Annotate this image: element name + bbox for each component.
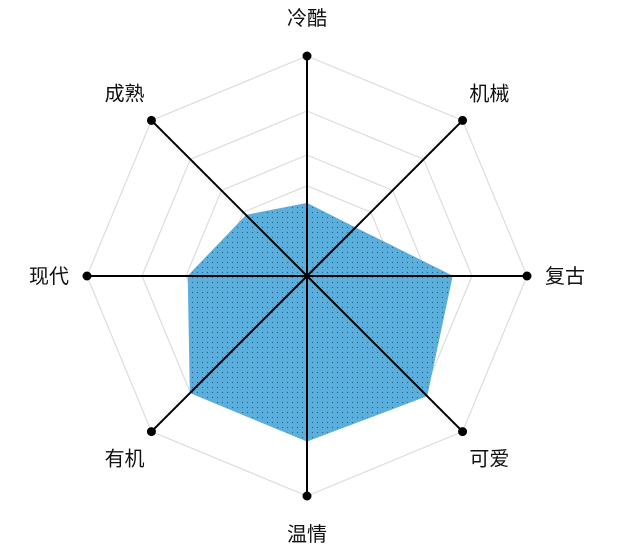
axis-line: [306, 275, 464, 433]
axis-end-dot: [82, 271, 92, 281]
axis-line: [150, 275, 308, 433]
axis-label: 有机: [105, 446, 145, 470]
axis-label: 机械: [469, 82, 509, 106]
axis-end-dot: [146, 427, 156, 437]
axis-label: 复古: [545, 264, 585, 288]
axis-end-dot: [302, 51, 312, 61]
axis-end-dot: [522, 271, 532, 281]
axis-label: 成熟: [105, 82, 145, 106]
axis-label: 温情: [287, 522, 327, 546]
axis-label: 冷酷: [287, 6, 327, 30]
axis-end-dot: [458, 115, 468, 125]
axis-end-dot: [146, 115, 156, 125]
axis-end-dot: [302, 491, 312, 501]
axis-label: 可爱: [469, 446, 509, 470]
axis-label: 现代: [29, 264, 69, 288]
axis-line: [150, 119, 308, 277]
axis-end-dot: [458, 427, 468, 437]
axis-line: [306, 119, 464, 277]
